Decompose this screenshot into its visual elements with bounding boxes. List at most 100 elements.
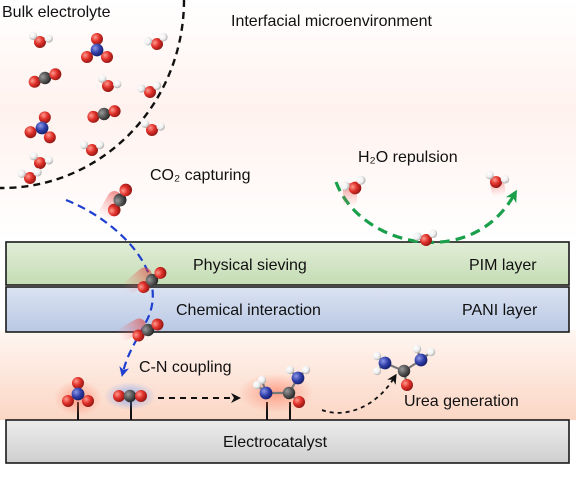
hydrogen-atom [44,34,53,43]
hydrogen-atom [137,84,146,93]
hydrogen-atom [79,140,89,150]
molecules [17,31,510,416]
bulk-electrolyte-label: Bulk electrolyte [2,4,111,21]
nitrate-molecule [24,111,56,144]
hydrogen-atom [356,175,366,185]
hydrogen-atom [143,37,153,46]
motion-blur-trail [123,267,152,294]
water-molecule [340,175,366,195]
hydrogen-atom [156,122,165,131]
carbon-atom [97,107,111,121]
pim-layer-label: PIM layer [469,257,537,274]
oxygen-atom [119,183,133,197]
nitrogen-atom [414,353,428,367]
oxygen-atom [154,266,167,279]
electrocatalyst-label: Electrocatalyst [223,434,328,451]
oxygen-atom [34,157,46,169]
hydrogen-atom [301,365,311,375]
hydrogen-atom [372,366,382,376]
hydrogen-atom [17,169,26,178]
nitrate-molecule [62,377,94,407]
carbon-atom [113,193,127,207]
nitrogen-atom [291,371,305,385]
nitrogen-atom [259,386,273,400]
hydrogen-atom [28,31,38,40]
co2-molecule [137,266,167,294]
oxygen-atom [132,329,145,342]
water-molecule [28,31,53,48]
oxygen-atom [82,395,94,407]
pani-layer-label: PANI layer [462,302,538,319]
oxygen-atom [34,36,46,48]
hydrogen-atom [159,32,168,42]
oxygen-atom [420,234,432,246]
oxygen-atom [108,105,121,118]
hydrogen-atom [340,181,350,191]
oxygen-atom [144,86,156,98]
oxygen-atom [38,111,51,124]
co2-molecule [132,318,164,342]
nitrogen-atom [35,121,49,135]
physical-sieving-label: Physical sieving [193,257,307,274]
motion-blur-trail [118,318,146,341]
h2o-repulsion-arrow [334,181,517,244]
water-molecule [137,81,162,98]
co2-molecule [28,68,62,88]
hydrogen-atom [140,119,150,128]
hydrogen-atom [485,170,494,180]
oxygen-atom [62,395,74,407]
water-molecule [17,168,42,184]
hydrogen-atom [413,232,422,241]
water-molecule [485,170,510,188]
carbon-atom [141,323,155,337]
oxygen-atom [107,203,121,217]
carbon-atom [123,389,137,403]
oxygen-atom [401,379,413,391]
carbon-atom [38,71,52,85]
oxygen-atom [28,75,41,88]
c-n-intermediate-molecule [252,365,311,408]
carbon-atom [397,364,411,378]
pani-layer [5,286,570,333]
co2-molecule [107,183,133,217]
bulk-boundary-arc [0,0,186,190]
oxygen-atom [72,377,84,389]
electrocatalyst-slab [5,419,570,464]
hydrogen-atom [500,175,510,184]
oxygen-atom [49,68,62,81]
water-molecule [143,32,168,50]
hydrogen-atom [428,229,438,238]
oxygen-atom [86,144,98,156]
hydrogen-atom [285,365,295,375]
hydrogen-atom [33,168,42,177]
oxygen-atom [151,318,164,331]
interfacial-microenvironment-label: Interfacial microenvironment [231,13,433,30]
nitrogen-atom [71,387,85,401]
oxygen-atom [151,38,163,50]
co2-capturing-label: CO₂ capturing [150,167,250,184]
oxygen-atom [146,124,158,136]
oxygen-atom [24,126,37,139]
water-molecule [79,140,105,156]
urea-molecule [372,344,436,391]
water-molecule [97,74,122,92]
oxygen-atom [81,51,93,63]
oxygen-atom [293,396,305,408]
oxygen-atom [102,80,114,92]
water-molecule [29,151,54,169]
hydrogen-atom [95,140,105,150]
nitrate-molecule [81,33,113,63]
hydrogen-atom [257,375,267,385]
pim-layer [5,241,570,286]
hydrogen-atom [152,81,162,90]
hydrogen-atom [29,151,38,161]
chemical-interaction-label: Chemical interaction [176,302,321,319]
urea-generation-label: Urea generation [404,393,519,410]
hydrogen-atom [412,344,422,354]
co2-trail [118,318,146,341]
water-molecule [413,229,438,246]
oxygen-atom [24,172,36,184]
co2-molecule [113,389,147,403]
hydrogen-atom [97,74,107,83]
